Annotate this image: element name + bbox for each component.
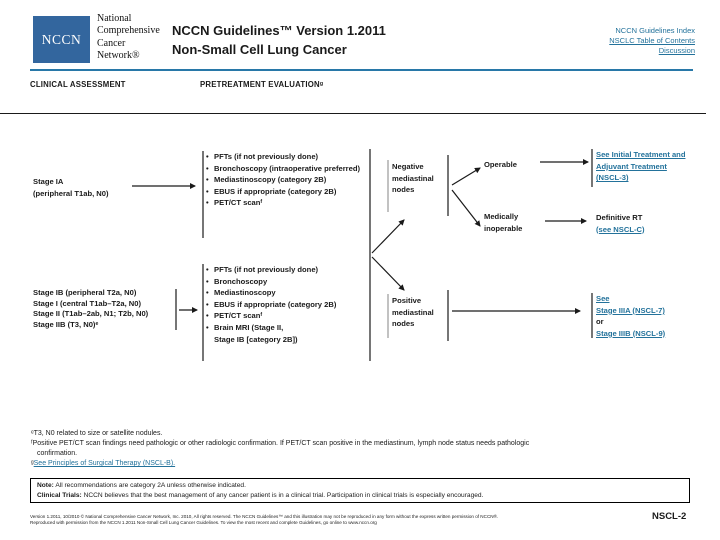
positive-mediastinal-nodes-box: Positive mediastinal nodes bbox=[392, 296, 434, 329]
eval1-item-petct: PET/CT scanᶠ bbox=[206, 197, 368, 209]
arrow-branch-to-negative bbox=[371, 219, 405, 254]
eval2-item-ebus: EBUS if appropriate (category 2B) bbox=[206, 299, 368, 311]
org-name-line: Network® bbox=[97, 49, 140, 61]
eval2-item-bronchoscopy: Bronchoscopy bbox=[206, 276, 368, 288]
org-name-line: National bbox=[97, 13, 132, 24]
notes-box: Note: All recommendations are category 2… bbox=[30, 478, 690, 504]
copyright-block: Version 1.2011, 10/2010 © National Compr… bbox=[30, 514, 620, 526]
footnote-f-line2: confirmation. bbox=[37, 450, 78, 457]
nav-discussion[interactable]: Discussion bbox=[658, 46, 695, 55]
definitive-rt-box: Definitive RT (see NSCL-C) bbox=[596, 212, 692, 235]
org-name-line: Cancer bbox=[97, 37, 126, 49]
pretreatment-eval-list-1: PFTs (if not previously done) Bronchosco… bbox=[206, 151, 368, 209]
stage-group-line3: Stage II (T1ab–2ab, N1; T2b, N0) bbox=[33, 309, 149, 318]
arrow-branch-to-positive bbox=[371, 256, 405, 291]
nccn-logo: NCCN bbox=[33, 16, 90, 63]
org-name: National Comprehensive Cancer Network® bbox=[97, 13, 160, 62]
page-title-line2: Non-Small Cell Lung Cancer bbox=[172, 41, 347, 57]
stage-group-line4: Stage IIB (T3, N0)ᵉ bbox=[33, 319, 99, 329]
eval2-item-brain-mri: Brain MRI (Stage II, Stage IB [category … bbox=[206, 322, 368, 345]
operable-label: Operable bbox=[484, 160, 517, 169]
footnote-e: ᵉT3, N0 related to size or satellite nod… bbox=[31, 430, 163, 437]
section-divider-line bbox=[0, 113, 706, 114]
stage-ia-line1: Stage IA bbox=[33, 177, 64, 186]
arrow-to-inoperable bbox=[451, 189, 481, 227]
stage-ia-line2: (peripheral T1ab, N0) bbox=[33, 188, 109, 198]
copyright-line2: Reproduced with permission from the NCCN… bbox=[30, 520, 377, 526]
see-initial-treatment-link[interactable]: See Initial Treatment and Adjuvant Treat… bbox=[596, 150, 686, 183]
stage-group-box: Stage IB (peripheral T2a, N0) Stage I (c… bbox=[33, 288, 148, 330]
medically-inoperable-label: Medically inoperable bbox=[484, 212, 523, 233]
negative-mediastinal-nodes-box: Negative mediastinal nodes bbox=[392, 162, 434, 195]
header-nav: NCCN Guidelines Index NSCLC Table of Con… bbox=[609, 26, 695, 56]
clinical-trials-line: Clinical Trials: NCCN believes that the … bbox=[37, 491, 683, 501]
footnote-g-marker: ᵍ bbox=[31, 460, 34, 467]
pretreatment-eval-list-2: PFTs (if not previously done) Bronchosco… bbox=[206, 264, 368, 345]
clinical-trials-label: Clinical Trials: bbox=[37, 491, 82, 499]
column-header-clinical-assessment: CLINICAL ASSESSMENT bbox=[30, 80, 126, 89]
header-rule bbox=[30, 69, 693, 71]
stage-group-line2: Stage I (central T1ab–T2a, N0) bbox=[33, 298, 142, 308]
column-header-pretreatment-evaluation: PRETREATMENT EVALUATIONᵍ bbox=[200, 80, 324, 89]
eval1-item-mediastinoscopy: Mediastinoscopy (category 2B) bbox=[206, 174, 368, 186]
note-line: Note: All recommendations are category 2… bbox=[37, 481, 683, 491]
footnote-f-line1: ᶠPositive PET/CT scan findings need path… bbox=[31, 440, 530, 447]
footnote-g: ᵍSee Principles of Surgical Therapy (NSC… bbox=[31, 459, 691, 469]
eval2-item-mediastinoscopy: Mediastinoscopy bbox=[206, 287, 368, 299]
eval2-item-petct: PET/CT scanᶠ bbox=[206, 310, 368, 322]
arrow-to-operable bbox=[451, 167, 481, 186]
page-number: NSCL-2 bbox=[652, 511, 687, 522]
note-label: Note: bbox=[37, 482, 54, 489]
eval2-item-pfts: PFTs (if not previously done) bbox=[206, 264, 368, 276]
or-label: or bbox=[596, 317, 604, 327]
stage-iiib-link[interactable]: Stage IIIB (NSCL-9) bbox=[596, 328, 666, 338]
surgical-therapy-link[interactable]: See Principles of Surgical Therapy (NSCL… bbox=[33, 460, 176, 467]
nccn-logo-text: NCCN bbox=[41, 31, 82, 47]
note-text: All recommendations are category 2A unle… bbox=[55, 482, 246, 489]
nav-table-of-contents[interactable]: NSCLC Table of Contents bbox=[609, 36, 695, 45]
eval1-item-ebus: EBUS if appropriate (category 2B) bbox=[206, 186, 368, 198]
page-title-line1: NCCN Guidelines™ Version 1.2011 bbox=[172, 23, 386, 38]
footnotes: ᵉT3, N0 related to size or satellite nod… bbox=[31, 429, 691, 469]
nav-guidelines-index[interactable]: NCCN Guidelines Index bbox=[615, 26, 695, 35]
definitive-rt-label: Definitive RT bbox=[596, 213, 643, 222]
copyright-line1: Version 1.2011, 10/2010 © National Compr… bbox=[30, 514, 499, 519]
see-label-link[interactable]: See bbox=[596, 294, 610, 303]
clinical-trials-text: NCCN believes that the best management o… bbox=[83, 491, 484, 499]
see-nscl-c-link[interactable]: (see NSCL-C) bbox=[596, 224, 645, 234]
stage-iiia-link[interactable]: Stage IIIA (NSCL-7) bbox=[596, 305, 665, 315]
org-name-line: Comprehensive bbox=[97, 25, 160, 37]
eval1-item-pfts: PFTs (if not previously done) bbox=[206, 151, 368, 163]
see-stage3-box: See Stage IIIA (NSCL-7) or Stage IIIB (N… bbox=[596, 293, 692, 339]
stage-ia-box: Stage IA (peripheral T1ab, N0) bbox=[33, 176, 109, 199]
eval1-item-bronchoscopy: Bronchoscopy (intraoperative preferred) bbox=[206, 163, 368, 175]
page-title: NCCN Guidelines™ Version 1.2011 Non-Smal… bbox=[172, 22, 386, 59]
stage-group-line1: Stage IB (peripheral T2a, N0) bbox=[33, 288, 137, 297]
